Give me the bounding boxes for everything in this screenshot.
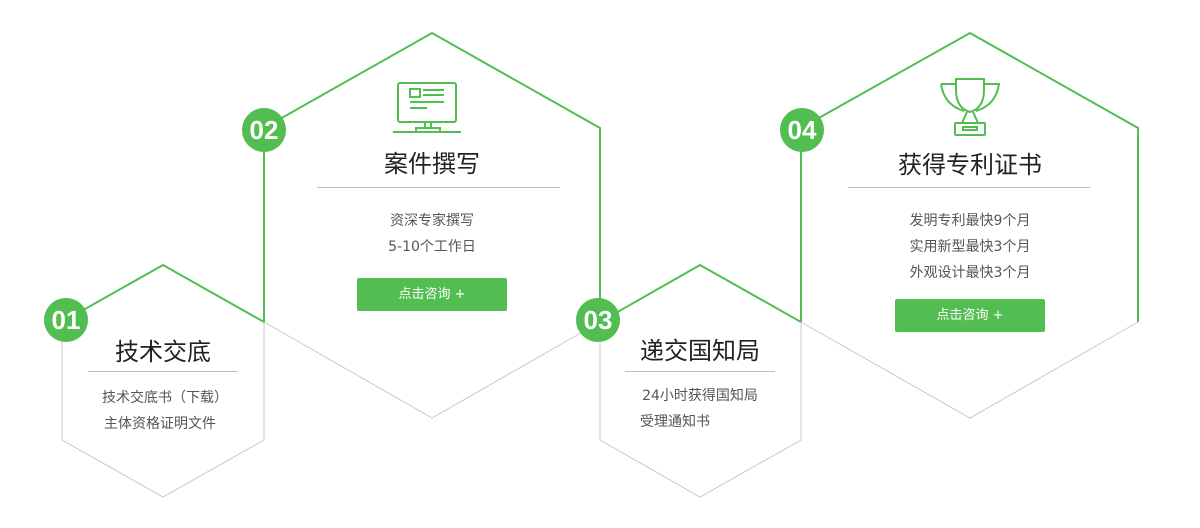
divider xyxy=(848,187,1090,188)
step-desc-line: 主体资格证明文件 xyxy=(104,416,216,432)
step-desc-line: 资深专家撰写 xyxy=(390,213,474,229)
step-desc-line: 技术交底书（下载） xyxy=(102,390,228,406)
step-title: 案件撰写 xyxy=(384,150,480,178)
divider xyxy=(317,187,560,188)
hex-3-top xyxy=(599,263,802,323)
hex-4-bottom xyxy=(800,321,1139,419)
step-desc-line: 24小时获得国知局 xyxy=(642,388,758,404)
hex-2-top xyxy=(263,31,601,322)
step-desc-line: 实用新型最快3个月 xyxy=(909,239,1031,255)
step-number-badge: 01 xyxy=(44,298,88,342)
hex-1-bottom xyxy=(61,322,265,498)
hex-4-top xyxy=(800,31,1139,322)
consult-button[interactable]: 点击咨询 + xyxy=(357,278,507,311)
consult-button[interactable]: 点击咨询 + xyxy=(895,299,1045,332)
step-title: 获得专利证书 xyxy=(898,151,1042,179)
divider xyxy=(88,371,238,372)
trophy-icon xyxy=(940,78,1001,136)
step-number-badge: 02 xyxy=(242,108,286,152)
hex-3-bottom xyxy=(599,322,802,498)
hex-2-bottom xyxy=(263,321,601,419)
monitor-icon xyxy=(393,82,461,133)
step-desc-line: 发明专利最快9个月 xyxy=(909,213,1031,229)
step-desc-line: 外观设计最快3个月 xyxy=(909,265,1031,281)
step-number-badge: 04 xyxy=(780,108,824,152)
step-title: 递交国知局 xyxy=(640,337,760,365)
step-number-badge: 03 xyxy=(576,298,620,342)
hex-1-top xyxy=(61,263,265,323)
step-desc-line: 5-10个工作日 xyxy=(388,239,476,255)
divider xyxy=(625,371,775,372)
step-title: 技术交底 xyxy=(115,338,211,366)
step-desc-line: 受理通知书 xyxy=(640,414,710,430)
